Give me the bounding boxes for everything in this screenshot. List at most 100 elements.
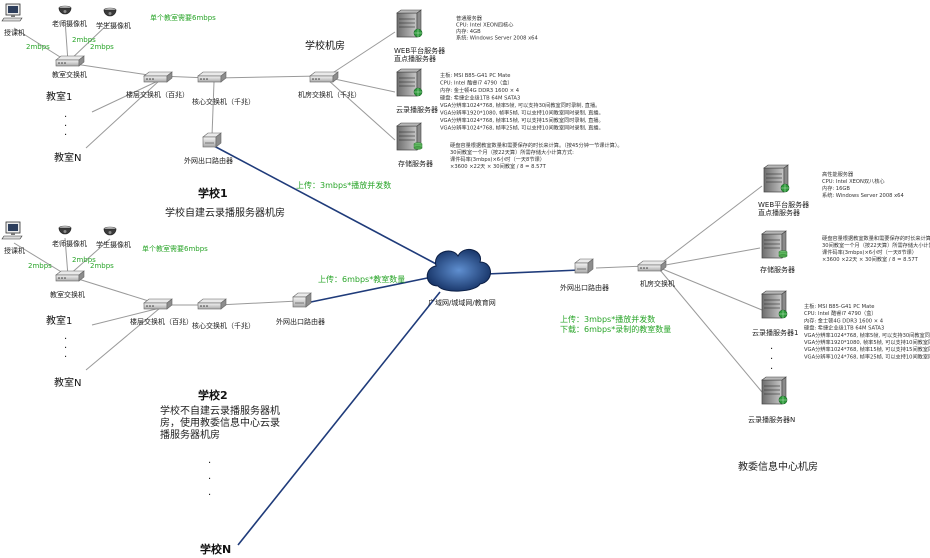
globe-icon [778, 395, 788, 405]
center-cloud-serverN-label: 云录播服务器N [748, 415, 795, 424]
center-cloud-server1-label: 云录播服务器1 [752, 328, 798, 337]
disk-icon [778, 250, 788, 258]
room-switch-label: 机房交换机（千兆） [298, 90, 361, 99]
classroom-n-label: 教室N [54, 151, 81, 164]
classroom-switch-label: 教室交换机 [52, 70, 87, 79]
ellipsis-dot: · [64, 112, 67, 123]
student-camera-label: 学生摄像机 [96, 240, 131, 249]
center-switch-label: 机房交换机 [640, 279, 675, 288]
school2-section: 授课机 老师摄像机 学生摄像机 单个教室需要6mbps 2mbps 2mbps … [1, 221, 405, 501]
ellipsis-dot: · [64, 352, 67, 363]
floor-switch-icon [143, 71, 173, 83]
wires-school2 [13, 237, 299, 371]
ellipsis-dot: · [64, 121, 67, 132]
server-room-label: 学校机房 [305, 39, 345, 52]
classroom-1-label: 教室1 [46, 314, 72, 327]
bandwidth-label: 2mbps [28, 262, 52, 270]
classroom-switch-icon [55, 55, 85, 67]
schoolN-title: 学校N [200, 542, 231, 556]
wires-center [595, 185, 763, 393]
teacher-pc-icon [1, 221, 23, 240]
web-server-label: WEB平台服务器直点播服务器 [394, 46, 445, 63]
globe-icon [413, 28, 423, 38]
classroom-n-label: 教室N [54, 376, 81, 389]
teacher-camera-icon [58, 5, 72, 15]
school2-title: 学校2 [198, 388, 228, 402]
center-upload-label: 上传：3mbps*播放并发数 [560, 314, 655, 324]
router-label: 外网出口路由器 [276, 317, 325, 326]
center-router-label: 外网出口路由器 [560, 283, 609, 292]
bandwidth-label: 2mbps [90, 43, 114, 51]
cloud-server-label: 云录播服务器 [396, 105, 438, 114]
student-camera-icon [103, 7, 117, 17]
teacher-camera-label: 老师摄像机 [52, 19, 87, 28]
floor-switch-label: 楼层交换机（百兆） [126, 90, 189, 99]
storage-server-spec: 硬盘容量根据教室数量和需要保存的时长来计算。（按45分钟一节课计算）。30间教室… [450, 141, 623, 170]
per-classroom-bandwidth-note: 单个教室需要6mbps [150, 13, 216, 22]
school2-description: 学校不自建云录播服务器机房，使用教委信息中心云录播服务器机房 [160, 404, 280, 441]
wan-links [213, 145, 581, 546]
cloud-label: 广域网/城域网/教育网 [428, 298, 496, 307]
router-label: 外网出口路由器 [184, 156, 233, 165]
storage-server-label: 存储服务器 [398, 159, 433, 168]
student-camera-icon [103, 226, 117, 236]
teacher-camera-icon [58, 225, 72, 235]
teacher-camera-label: 老师摄像机 [52, 239, 87, 248]
globe-icon [778, 309, 788, 319]
ellipsis-dot: · [770, 364, 773, 375]
core-switch-label: 核心交换机（千兆） [192, 321, 255, 330]
teacher-pc-label: 授课机 [4, 246, 25, 255]
center-storage-server-spec: 硬盘容量根据教室数量和需要保存的时长来计算。（按45分钟一节课计算）。30间教室… [822, 234, 930, 263]
classroom-1-label: 教室1 [46, 90, 72, 103]
schoolN-section: 学校N [200, 542, 231, 556]
bandwidth-label: 2mbps [72, 36, 96, 44]
classroom-switch-label: 教室交换机 [50, 290, 85, 299]
bandwidth-label: 2mbps [90, 262, 114, 270]
router-icon [574, 258, 594, 274]
ellipsis-dot: · [770, 354, 773, 365]
center-download-label: 下载：6mbps*录制的教室数量 [560, 324, 671, 334]
core-switch-label: 核心交换机（千兆） [192, 97, 255, 106]
disk-icon [413, 142, 423, 150]
bandwidth-label: 2mbps [72, 256, 96, 264]
classroom-switch-icon [55, 270, 85, 282]
room-switch-icon [637, 260, 667, 272]
center-storage-server-label: 存储服务器 [760, 265, 795, 274]
globe-icon [413, 87, 423, 97]
router-icon [292, 292, 312, 308]
ellipsis-dot: · [208, 490, 211, 501]
wires-school1 [13, 19, 396, 149]
core-switch-icon [197, 298, 227, 310]
ellipsis-dot: · [208, 474, 211, 485]
ellipsis-dot: · [64, 334, 67, 345]
ellipsis-dot: · [208, 458, 211, 469]
upload-label: 上传：3mbps*播放并发数 [296, 180, 391, 190]
per-classroom-bandwidth-note: 单个教室需要6mbps [142, 244, 208, 253]
room-switch-icon [309, 71, 339, 83]
router-icon [202, 132, 222, 148]
ellipsis-dot: · [770, 344, 773, 355]
teacher-pc-icon [1, 3, 23, 22]
center-web-server-label: WEB平台服务器直点播服务器 [758, 200, 809, 217]
ellipsis-dot: · [64, 130, 67, 141]
center-section: 外网出口路由器 机房交换机 上传：3mbps*播放并发数 下载：6mbps*录制… [560, 164, 930, 473]
ellipsis-dot: · [64, 343, 67, 354]
cloud-icon [426, 248, 491, 292]
bandwidth-label: 2mbps [26, 43, 50, 51]
teacher-pc-label: 授课机 [4, 28, 25, 37]
core-switch-icon [197, 71, 227, 83]
school1-section: 授课机 老师摄像机 学生摄像机 单个教室需要6mbps 2mbps 2mbps … [1, 3, 623, 219]
school1-description: 学校自建云录播服务器机房 [165, 206, 285, 219]
center-title: 教委信息中心机房 [738, 460, 818, 473]
student-camera-label: 学生摄像机 [96, 21, 131, 30]
wan-cloud: 广域网/城域网/教育网 [426, 248, 496, 307]
upload-label: 上传：6mbps*教室数量 [318, 274, 405, 284]
floor-switch-label: 楼层交换机（百兆） [130, 317, 193, 326]
floor-switch-icon [143, 298, 173, 310]
globe-icon [780, 183, 790, 193]
